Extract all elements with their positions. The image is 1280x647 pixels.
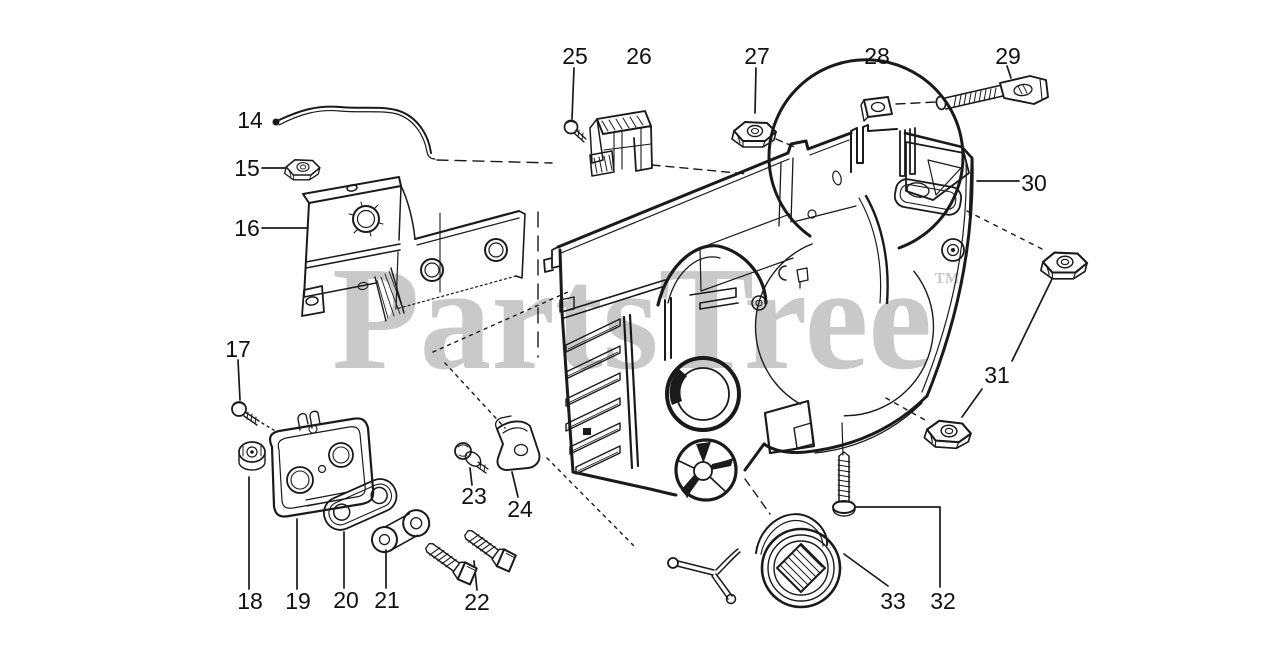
part-22-screws: [421, 523, 521, 588]
callout-22: 22: [464, 589, 490, 615]
part-14-wire: [272, 105, 436, 160]
callout-16: 16: [234, 215, 260, 241]
callout-31: 31: [984, 362, 1010, 388]
callout-33: 33: [880, 588, 906, 614]
callout-28: 28: [864, 43, 890, 69]
callout-15: 15: [234, 155, 260, 181]
part-16-bracket: [301, 176, 526, 322]
callout-17: 17: [225, 336, 251, 362]
callout-32: 32: [930, 588, 956, 614]
part-25-screw: [563, 119, 587, 143]
part-23-screw: [454, 442, 489, 474]
part-26-bracket: [589, 110, 653, 177]
callout-18: 18: [237, 588, 263, 614]
callout-27: 27: [744, 43, 770, 69]
part-15-clip-nut: [283, 159, 321, 181]
callout-26: 26: [626, 43, 652, 69]
part-20-gasket: [323, 478, 398, 531]
part-17-screw: [231, 401, 260, 426]
callout-14: 14: [237, 107, 263, 133]
leader-lines: [237, 65, 1053, 591]
part-24-clip: [494, 415, 541, 471]
callout-30: 30: [1021, 170, 1047, 196]
part-28-nut: [860, 96, 893, 122]
part-33-fuel-cap: [667, 513, 842, 609]
watermark: PartsTree ™: [332, 237, 960, 401]
callout-29: 29: [995, 43, 1021, 69]
part-21-link: [370, 509, 431, 554]
part-18-nut: [238, 441, 266, 471]
part-29-rod: [935, 75, 1049, 111]
callout-25: 25: [562, 43, 588, 69]
assembly-dashed-lines: [261, 101, 1045, 549]
callout-21: 21: [374, 587, 400, 613]
part-30-housing: [543, 58, 974, 502]
callout-labels: 14 15 16 17 18 19 20 21 22 23 24 25 26 2…: [225, 43, 1047, 615]
callout-23: 23: [461, 483, 487, 509]
callout-20: 20: [333, 587, 359, 613]
part-19-cover: [268, 410, 375, 518]
watermark-text: PartsTree: [332, 237, 932, 401]
callout-24: 24: [507, 496, 533, 522]
part-32-screw: [832, 451, 856, 517]
callout-19: 19: [285, 588, 311, 614]
